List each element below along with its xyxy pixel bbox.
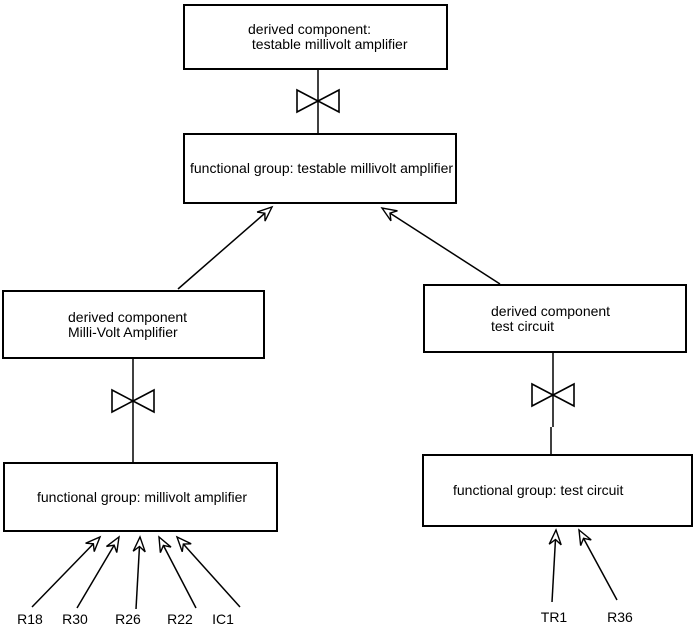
box-text-line: derived component <box>68 308 188 325</box>
bowtie-icon <box>531 382 575 408</box>
arrow-derived-test-to-fg-testable <box>380 207 501 285</box>
box-derived-component-milli-volt-amplifier: derived component Milli-Volt Amplifier <box>2 290 265 359</box>
box-text-line: functional group: millivolt amplifier <box>37 488 248 505</box>
bowtie-icon <box>111 388 155 414</box>
box-text-line: testable millivolt amplifier <box>248 36 408 52</box>
box-text-line: Milli-Volt Amplifier <box>68 323 178 340</box>
box-functional-group-testable-millivolt-amplifier: functional group: testable millivolt amp… <box>183 133 457 204</box>
component-label-ic1: IC1 <box>212 611 234 627</box>
box-functional-group-test-circuit: functional group: test circuit <box>422 454 693 527</box>
arrow-tr1 <box>548 528 562 603</box>
arrow-r36 <box>578 528 618 601</box>
component-label-r18: R18 <box>17 611 43 627</box>
component-label-tr1: TR1 <box>540 609 568 625</box>
box-text-line: test circuit <box>491 317 555 334</box>
arrow-ic1 <box>175 535 241 608</box>
box-derived-component-testable-millivolt-amplifier: derived component: testable millivolt am… <box>183 4 448 70</box>
arrow-r30 <box>76 535 120 609</box>
component-label-r22: R22 <box>167 611 193 627</box>
box-text-line: functional group: test circuit <box>453 482 624 498</box>
arrow-r22 <box>158 535 197 609</box>
box-functional-group-millivolt-amplifier: functional group: millivolt amplifier <box>3 462 278 532</box>
component-label-r26: R26 <box>115 611 141 627</box>
box-text-line: derived component: <box>248 21 371 37</box>
box-text-line: functional group: testable millivolt amp… <box>190 160 454 176</box>
component-label-r36: R36 <box>607 609 633 625</box>
component-label-r30: R30 <box>62 611 88 627</box>
bowtie-icon <box>296 88 340 114</box>
box-text-line: derived component <box>491 302 611 319</box>
box-derived-component-test-circuit: derived component test circuit <box>423 284 687 353</box>
arrow-derived-mva-to-fg-testable <box>177 205 274 290</box>
arrow-r26 <box>132 535 146 610</box>
arrow-r18 <box>31 535 102 608</box>
